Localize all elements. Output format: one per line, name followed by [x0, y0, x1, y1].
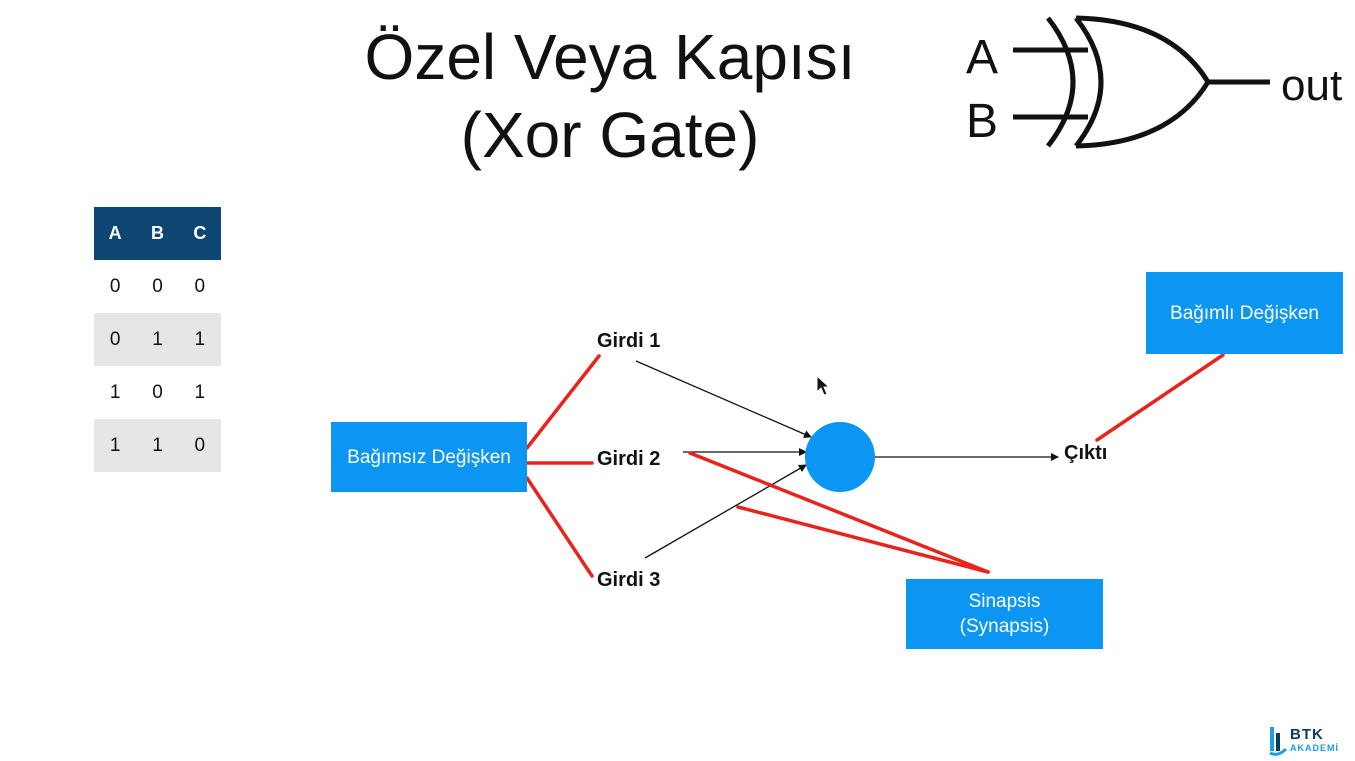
arrow-girdi-1	[635, 360, 812, 438]
input-label-3: Girdi 3	[597, 569, 661, 591]
input-label-2: Girdi 2	[597, 448, 661, 470]
table-row: 0 1 1	[94, 313, 221, 366]
cell: 0	[152, 381, 163, 403]
header-a: A	[94, 207, 137, 260]
synapse-box: Sinapsis (Synapsis)	[906, 579, 1103, 649]
cell: 0	[109, 275, 121, 297]
output-label: Çıktı	[1064, 442, 1108, 464]
cell: 1	[109, 381, 121, 403]
title-line-2: (Xor Gate)	[460, 99, 760, 171]
cell: 0	[194, 275, 206, 297]
header-b: B	[136, 207, 179, 260]
slide-title: Özel Veya Kapısı (Xor Gate)	[300, 18, 920, 174]
truth-table-header: A B C	[94, 207, 221, 260]
btk-logo: BTK AKADEMİ	[1268, 724, 1350, 758]
cell: 0	[152, 275, 163, 297]
table-row: 0 0 0	[94, 260, 221, 313]
arrow-girdi-3	[644, 464, 807, 559]
cell: 1	[136, 419, 179, 472]
logo-name: BTK	[1290, 726, 1324, 743]
logo-sub: AKADEMİ	[1290, 743, 1339, 753]
cursor-icon	[816, 374, 831, 396]
independent-variable-box: Bağımsız Değişken	[331, 422, 527, 492]
cell: 1	[194, 381, 206, 403]
cell: 0	[178, 419, 221, 472]
gate-output-label: out	[1281, 61, 1342, 110]
dependent-variable-box: Bağımlı Değişken	[1146, 272, 1343, 354]
btk-logo-icon	[1269, 727, 1288, 756]
cell: 1	[94, 419, 137, 472]
cell: 0	[94, 313, 137, 366]
title-line-1: Özel Veya Kapısı	[364, 21, 856, 93]
input-label-1: Girdi 1	[597, 330, 661, 352]
gate-input-b-label: B	[966, 95, 998, 148]
synapse-label-en: (Synapsis)	[959, 616, 1050, 637]
cell: 1	[136, 313, 179, 366]
neuron-node	[805, 422, 875, 492]
annotation-lines	[525, 353, 1225, 578]
truth-table: A B C 0 0 0 0 1 1 1 0 1 1 1 0	[94, 207, 221, 472]
input-arrows	[635, 360, 1059, 559]
table-row: 1 0 1	[94, 366, 221, 419]
cell: 1	[178, 313, 221, 366]
table-row: 1 1 0	[94, 419, 221, 472]
gate-input-a-label: A	[966, 31, 998, 84]
synapse-label: Sinapsis	[968, 591, 1041, 612]
xor-gate-icon	[1013, 15, 1270, 149]
header-c: C	[178, 207, 221, 260]
